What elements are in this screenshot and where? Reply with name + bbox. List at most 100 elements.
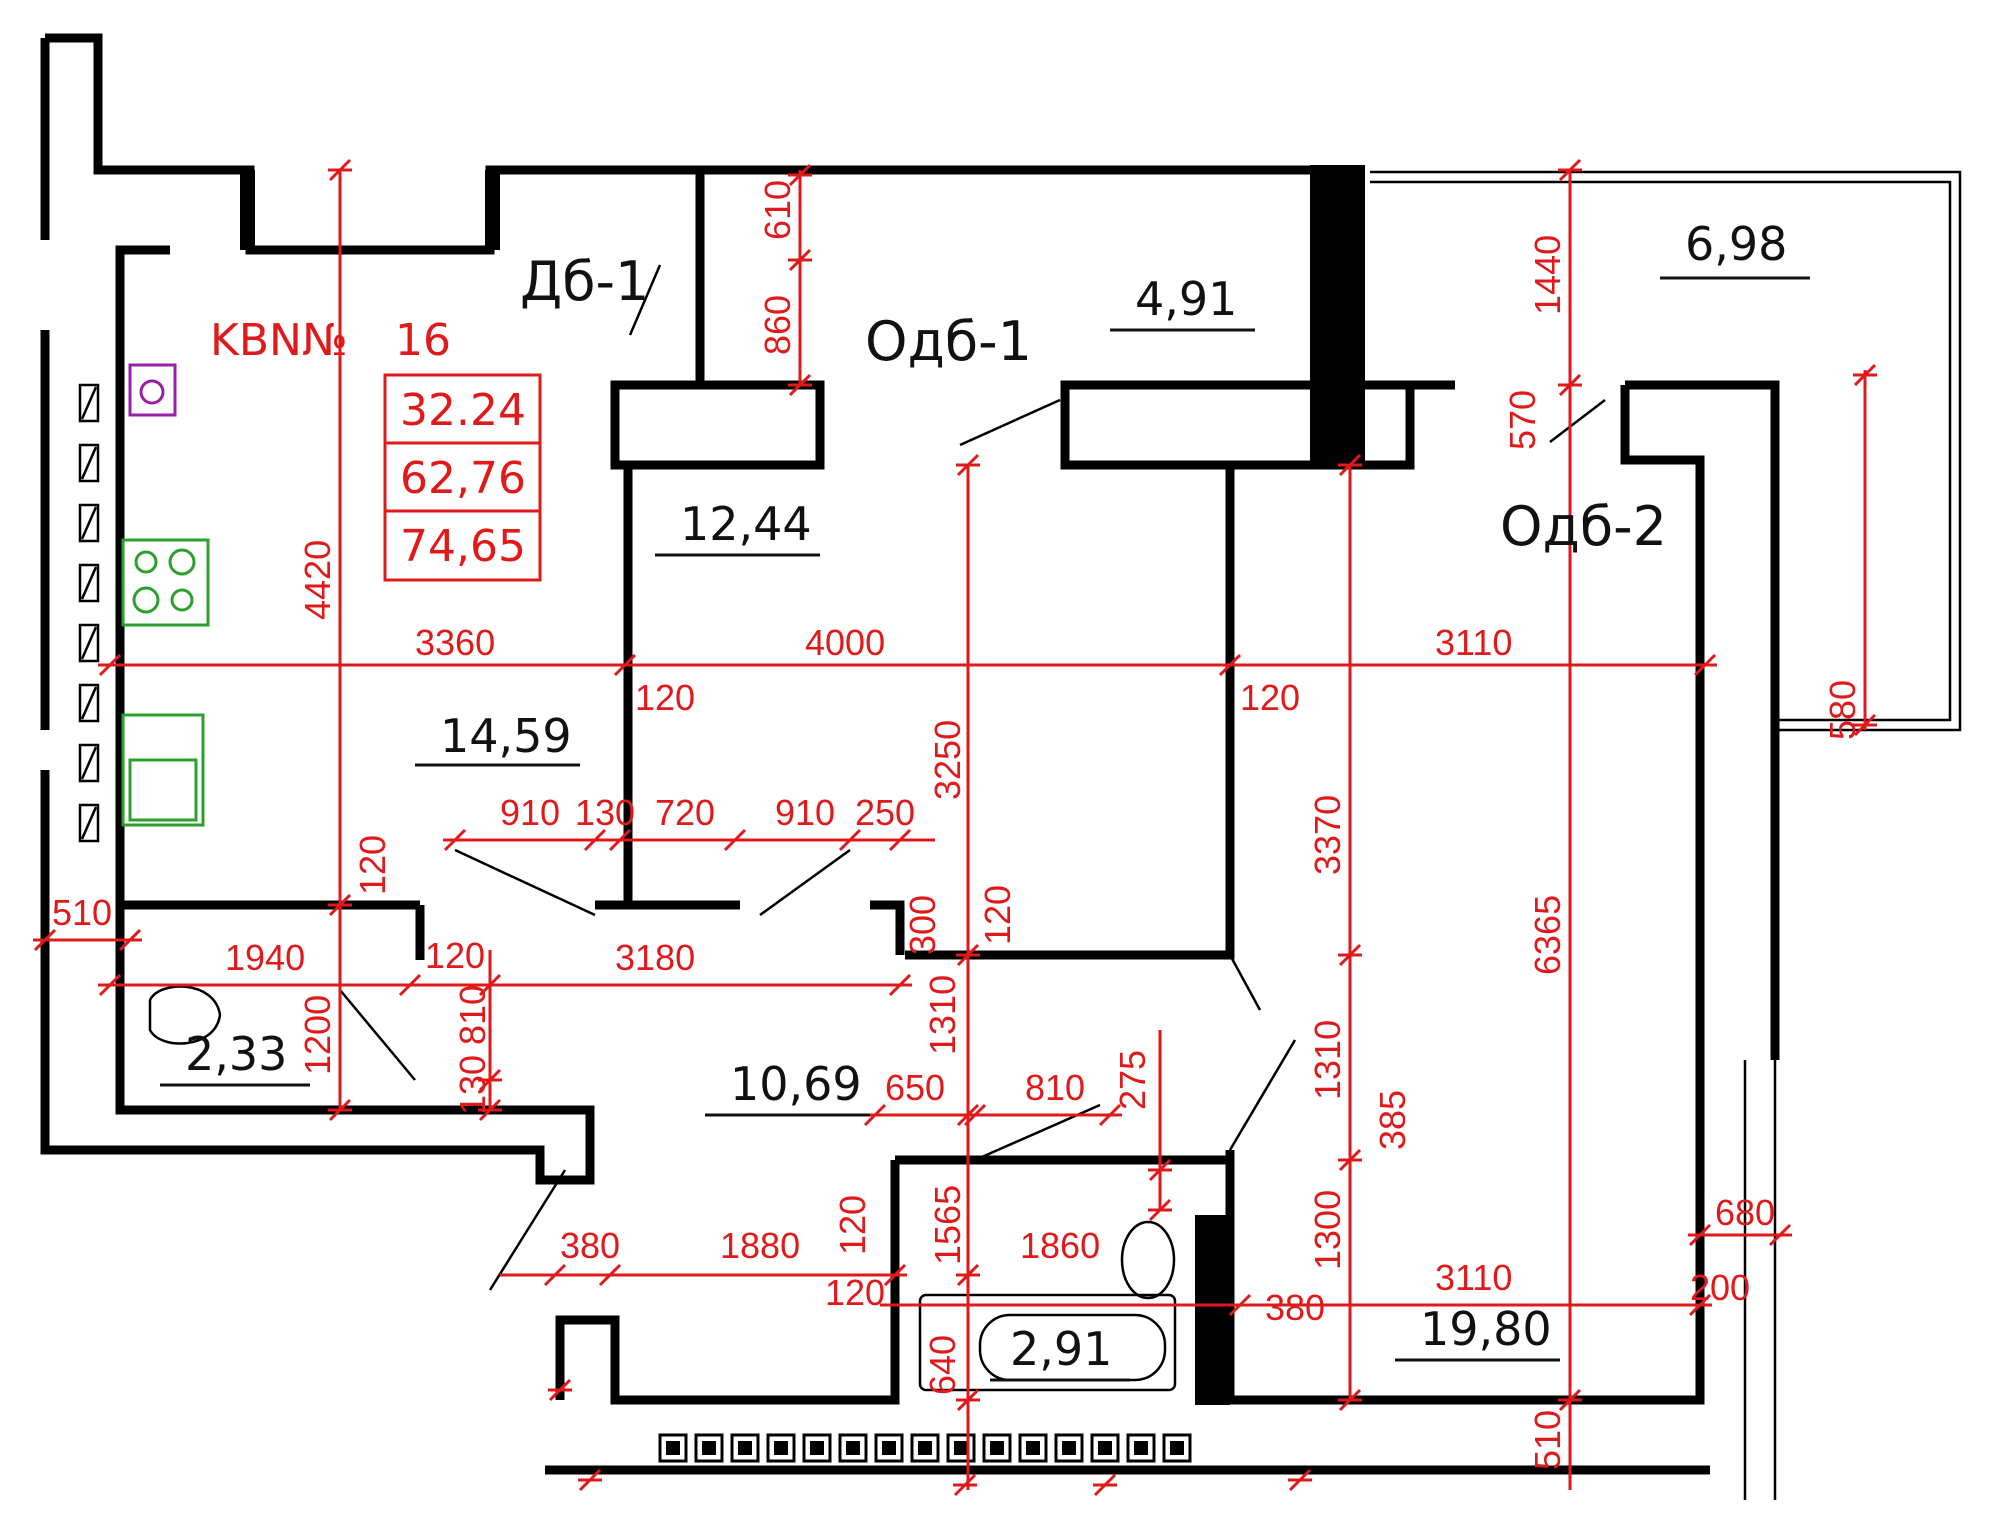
radiator-section	[910, 1433, 940, 1463]
dim-1310-a: 1310	[922, 975, 963, 1055]
radiator-section	[982, 1433, 1012, 1463]
dim-680: 680	[1715, 1192, 1775, 1233]
wall-corridor-right	[870, 900, 905, 955]
opening-labels: Дб-1 Одб-1 Одб-2	[520, 250, 1667, 558]
dimension-lines	[40, 170, 1867, 1490]
room-area-living: 19,80	[1420, 1302, 1552, 1356]
walls	[40, 33, 1962, 1500]
dim-580: 580	[1822, 680, 1863, 740]
window-marker	[78, 383, 100, 423]
apartment-info: KBN№ 16 32.24 62,76 74,65	[210, 315, 542, 582]
window-marker	[78, 503, 100, 543]
balcony-2-inner	[1370, 180, 1952, 722]
fixtures	[78, 264, 1606, 1392]
dim-570: 570	[1502, 390, 1543, 450]
dim-380-a: 380	[560, 1225, 620, 1266]
room-areas: 14,59 12,44 19,80 10,69 2,33 2,91 4,91 6…	[160, 217, 1810, 1382]
dim-130-b: 130	[452, 1055, 493, 1115]
window-marker	[78, 743, 100, 783]
dim-510-b: 510	[1527, 1410, 1568, 1470]
dim-385: 385	[1372, 1090, 1413, 1150]
wall-bath2-left	[555, 1160, 900, 1405]
dim-3250: 3250	[927, 720, 968, 800]
dim-810-b: 810	[1025, 1067, 1085, 1108]
dim-120-b: 120	[1240, 677, 1300, 718]
radiators	[658, 1223, 1228, 1463]
window-marker	[78, 803, 100, 843]
window-marker	[78, 563, 100, 603]
dim-1440: 1440	[1527, 235, 1568, 315]
kitchen-sink-icon	[121, 713, 205, 827]
dim-120-d: 120	[425, 935, 485, 976]
vent-section	[1198, 1331, 1228, 1361]
gross-area: 74,65	[400, 521, 526, 572]
label-odb-1: Одб-1	[865, 310, 1032, 373]
stove-icon	[121, 538, 210, 627]
dim-130-a: 130	[575, 792, 635, 833]
radiator-section	[1162, 1433, 1192, 1463]
wall-room2-right	[905, 465, 1235, 960]
wall-block	[485, 170, 500, 250]
washbasin-icon	[1120, 1220, 1176, 1300]
wall-block-room2	[610, 380, 825, 470]
dim-1565: 1565	[927, 1185, 968, 1265]
dim-860: 860	[757, 295, 798, 355]
dim-720: 720	[655, 792, 715, 833]
room-area-wc: 2,33	[185, 1027, 287, 1081]
apartment-number: 16	[395, 315, 451, 366]
dim-1200: 1200	[297, 995, 338, 1075]
radiator-section	[694, 1433, 724, 1463]
room-area-bedroom: 12,44	[680, 497, 812, 551]
dim-120-f: 120	[832, 1195, 873, 1255]
label-db-1: Дб-1	[520, 250, 649, 313]
door-leaf	[959, 398, 1061, 447]
window-marker	[78, 683, 100, 723]
wall-left-lower	[40, 245, 595, 1185]
window-marker	[78, 443, 100, 483]
radiator-section	[874, 1433, 904, 1463]
room-area-balcony-1: 4,91	[1135, 272, 1237, 326]
wall-block-room3	[1060, 380, 1415, 470]
dim-1940: 1940	[225, 937, 305, 978]
dimension-texts: 3360 4000 3110 120 120 4420 3250 3370 63…	[52, 180, 1863, 1470]
radiator-section	[658, 1433, 688, 1463]
label-odb-2: Одб-2	[1500, 495, 1667, 558]
vent-section	[1198, 1295, 1228, 1325]
dim-1880: 1880	[720, 1225, 800, 1266]
dim-3370: 3370	[1307, 795, 1348, 875]
dim-4420: 4420	[297, 540, 338, 620]
radiator-section	[730, 1433, 760, 1463]
radiator-section	[1054, 1433, 1084, 1463]
sink-icon	[128, 363, 177, 417]
dim-910-a: 910	[500, 792, 560, 833]
dim-200: 200	[1690, 1267, 1750, 1308]
radiator-section	[838, 1433, 868, 1463]
dim-120-c: 120	[352, 835, 393, 895]
dim-3110-top: 3110	[1435, 622, 1512, 663]
toilet-icon	[148, 985, 222, 1045]
dim-120-g: 120	[825, 1272, 885, 1313]
dim-275: 275	[1112, 1050, 1153, 1110]
vent-section	[1198, 1223, 1228, 1253]
dim-120-e: 120	[977, 885, 1018, 945]
dim-6365: 6365	[1527, 895, 1568, 975]
wall-top-left	[45, 33, 700, 255]
door-leaf	[454, 848, 596, 917]
door-leaf	[1228, 1039, 1297, 1151]
balcony-2-outline	[1370, 170, 1962, 732]
window-marker	[78, 623, 100, 663]
radiator-section	[1018, 1433, 1048, 1463]
dim-1300: 1300	[1307, 1190, 1348, 1270]
dim-910-b: 910	[775, 792, 835, 833]
dim-3110-bottom: 3110	[1435, 1257, 1512, 1298]
door-leaf	[759, 848, 851, 917]
apartment-area-box	[383, 373, 542, 582]
door-leaf	[339, 989, 416, 1081]
door-leaf	[628, 264, 662, 336]
dim-640: 640	[922, 1335, 963, 1395]
room-area-balcony-2: 6,98	[1685, 217, 1787, 271]
dim-1310-b: 1310	[1307, 1020, 1348, 1100]
apartment-label: KBN№	[210, 315, 348, 366]
dim-380-b: 380	[1265, 1287, 1325, 1328]
